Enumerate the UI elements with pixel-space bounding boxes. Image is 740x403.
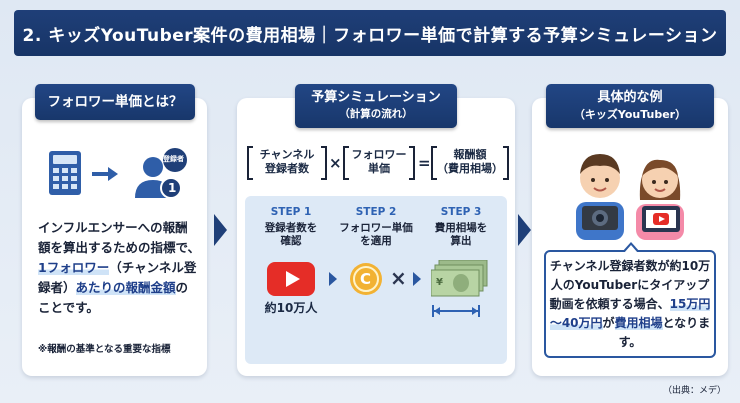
definition-highlight-1: 1フォロワー [38,260,110,275]
step3-desc: 費用相場を 算出 [434,222,488,247]
definition-text-part1: インフルエンサーへの報酬額を算出するための指標で、 [38,220,201,255]
formula-bracket [247,146,327,180]
coin-symbol: C [360,270,372,288]
source-note: （出典：メデ） [662,386,726,396]
step1-title: STEP 1 [270,206,312,218]
formula-equals: = [418,154,431,172]
example-tab-title: 具体的な例 [597,90,663,105]
step2-desc: フォロワー単価 を適用 [339,222,413,247]
formula-times: × [329,154,342,172]
example-highlight-2: 費用相場 [614,316,663,330]
subscriber-icon [135,148,187,199]
formula-fee: 報酬額 （費用相場） [437,148,503,175]
range-arrow-icon [432,305,480,317]
times-symbol: × [390,266,407,290]
example-tab: 具体的な例 （キッズYouTuber） [546,84,714,128]
yen-symbol: ¥ [436,277,443,288]
money-icon [431,260,488,297]
steps-panel: STEP 1 STEP 2 STEP 3 登録者数を 確認 フォロワー単価 を適… [245,196,507,364]
simulation-tab-subtitle: （計算の流れ） [339,108,413,120]
step1-desc: 登録者数を 確認 [264,222,318,247]
chevron-right-icon [214,214,227,246]
subscriber-count: 約10万人 [264,301,318,315]
definition-highlight-2: あたりの報酬金額 [75,280,176,295]
step3-title: STEP 3 [440,206,482,218]
example-text-part2: が [602,316,615,330]
step-arrow-icon [329,272,337,286]
simulation-tab-title: 予算シミュレーション [311,90,441,105]
chevron-right-icon [518,214,531,246]
definition-text: インフルエンサーへの報酬額を算出するための指標で、 1フォロワー（チャンネル登録者… [38,218,200,318]
definition-note: ※報酬の基準となる重要な指標 [38,344,171,355]
example-text-part3: となります。 [618,316,711,349]
formula-bracket [431,146,509,180]
definition-text-part3: のことです。 [38,280,189,315]
formula-subscribers: チャンネル 登録者数 [259,148,315,175]
youtube-icon [267,262,315,296]
formula-unit-price: フォロワー 単価 [351,148,407,175]
kids-illustration [576,154,684,240]
simulation-tab: 予算シミュレーション （計算の流れ） [295,84,457,128]
page-title: 2. キッズYouTuber案件の費用相場｜フォロワー単価で計算する予算シミュレ… [14,10,726,56]
step-arrow-icon [413,272,421,286]
badge-label: 登録者 [163,155,184,163]
arrow-right-icon [92,167,118,181]
example-text-part1: チャンネル登録者数が約10万人のYouTuberにタイアップ動画を依頼する場合、 [549,259,711,311]
badge-number: 1 [168,181,177,195]
example-text: チャンネル登録者数が約10万人のYouTuberにタイアップ動画を依頼する場合、… [544,242,716,358]
calculator-icon [49,151,81,195]
example-card: チャンネル登録者数が約10万人のYouTuberにタイアップ動画を依頼する場合、… [532,98,728,376]
simulation-card: チャンネル 登録者数 × フォロワー 単価 = 報酬額 （費用相場） STEP … [237,98,515,376]
definition-tab: フォロワー単価とは？ [35,84,195,120]
formula-bracket [343,146,415,180]
coin-icon [350,263,382,295]
definition-card: 登録者 1 インフルエンサーへの報酬額を算出するための指標で、 1フォロワー（チャ… [22,98,207,376]
page-title-text: 2. キッズYouTuber案件の費用相場｜フォロワー単価で計算する予算シミュレ… [22,25,718,46]
step2-title: STEP 2 [355,206,397,218]
example-tab-subtitle: （キッズYouTuber） [573,108,687,121]
definition-text-part2: （チャンネル登録者） [38,260,197,295]
